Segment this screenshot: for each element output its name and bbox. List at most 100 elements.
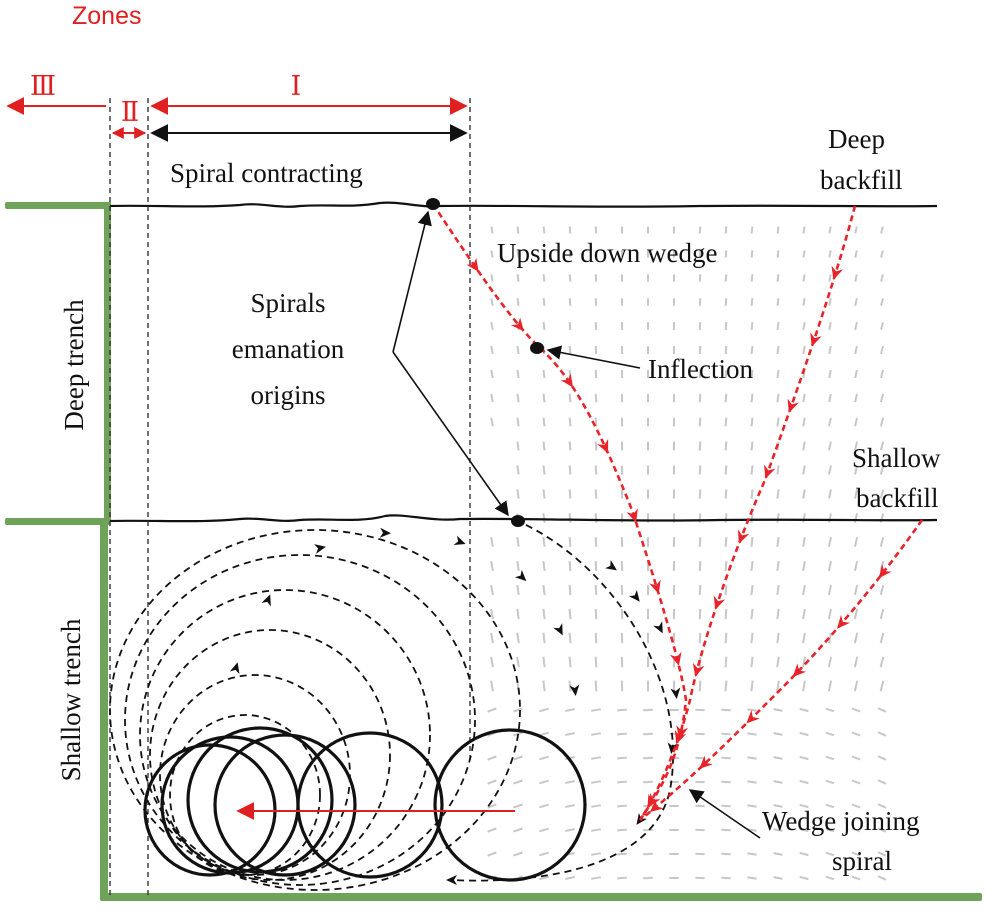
velocity-vector [491, 274, 492, 281]
velocity-vector [774, 853, 783, 855]
velocity-vector [803, 418, 804, 426]
velocity-vector [596, 561, 597, 571]
velocity-vector [777, 466, 778, 475]
velocity-vector [803, 633, 805, 643]
spiral-direction-chevrons [230, 528, 682, 885]
spiral-chevron [230, 661, 243, 674]
velocity-vector [855, 513, 857, 522]
velocity-vector [543, 657, 544, 668]
velocity-vector [803, 681, 805, 692]
velocity-vector [596, 537, 597, 547]
upside-down-wedge-label: Upside down wedge [497, 238, 717, 268]
velocity-vector [878, 708, 886, 711]
velocity-vector [829, 227, 830, 234]
velocity-vector [518, 274, 519, 281]
velocity-vector [539, 877, 548, 880]
origin-leader-deep [393, 212, 428, 352]
velocity-vector [543, 561, 544, 571]
velocity-vector [488, 756, 497, 759]
velocity-vector [752, 442, 753, 451]
velocity-vector [514, 781, 523, 784]
velocity-vector [748, 709, 757, 710]
velocity-vector [881, 251, 883, 258]
velocity-vector [570, 394, 571, 402]
velocity-vector [726, 442, 727, 451]
velocity-vector [543, 681, 544, 692]
velocity-vector [539, 853, 548, 856]
velocity-vector [852, 709, 860, 712]
spiral-chevron [653, 621, 667, 635]
velocity-vector [726, 489, 727, 498]
velocity-vector [543, 609, 544, 619]
spiral-chevron [515, 570, 530, 585]
velocity-vector [643, 854, 653, 855]
velocity-vector [570, 418, 571, 427]
velocity-vector [726, 585, 727, 595]
wedge-chevron [626, 508, 641, 524]
velocity-vector [852, 877, 860, 880]
velocity-vector [777, 585, 778, 595]
velocity-vector [778, 227, 779, 234]
annotation-arrows [393, 212, 760, 838]
velocity-vector [617, 710, 627, 711]
spiral-chevron [553, 623, 567, 637]
velocity-vector [855, 585, 857, 595]
velocity-vector [752, 466, 753, 475]
velocity-vector [517, 442, 518, 451]
velocity-vector [752, 418, 753, 427]
velocity-vector [643, 830, 653, 831]
velocity-vector [829, 466, 831, 475]
velocity-vector [591, 757, 601, 759]
velocity-vector [803, 609, 805, 619]
velocity-vector [491, 633, 493, 643]
velocity-vector [829, 657, 831, 667]
velocity-vector [596, 585, 597, 595]
velocity-vector [491, 681, 493, 692]
velocity-vector [751, 585, 752, 595]
terminal-spiral-circle [215, 735, 355, 875]
velocity-vector [488, 852, 497, 855]
velocity-vector [778, 250, 779, 257]
velocity-vector [855, 346, 857, 354]
velocity-vector [748, 757, 757, 758]
velocity-vector [491, 298, 492, 305]
velocity-vector [777, 322, 778, 330]
velocity-vector [777, 513, 778, 522]
velocity-vector [721, 830, 730, 831]
spiral-origin-point-deep [426, 198, 440, 210]
velocity-vector [752, 227, 753, 234]
velocity-vector [544, 274, 545, 281]
wedge-chevron [597, 439, 613, 456]
velocity-vector [514, 709, 523, 712]
velocity-vector [565, 733, 574, 735]
velocity-vector [596, 657, 597, 668]
deep-backfill-label-1: Deep [828, 124, 885, 154]
velocity-vector [721, 758, 730, 759]
velocity-vector [565, 877, 574, 879]
velocity-vector [752, 394, 753, 402]
velocity-vector [491, 418, 493, 426]
velocity-vector [517, 561, 518, 571]
velocity-vector [777, 489, 778, 498]
velocity-vector [855, 633, 857, 643]
velocity-vector [803, 513, 805, 522]
terminal-spiral-circle [435, 730, 585, 880]
velocity-vector [617, 782, 627, 783]
velocity-vector [881, 418, 883, 426]
velocity-vector [803, 227, 804, 234]
velocity-vector [726, 274, 727, 281]
velocity-vector [721, 878, 730, 879]
velocity-vector [570, 633, 571, 643]
velocity-vector [800, 877, 809, 879]
velocity-vector [488, 708, 497, 711]
velocity-vector [726, 322, 727, 330]
velocity-vector [774, 757, 783, 759]
velocity-vector [826, 733, 834, 736]
velocity-vector [751, 561, 752, 571]
velocity-vector [543, 537, 544, 547]
wedge-joining-label-2: spiral [832, 846, 892, 876]
spiral-chevron [454, 536, 468, 549]
velocity-vector [570, 298, 571, 306]
velocity-vector [752, 298, 753, 306]
velocity-vector [881, 657, 884, 667]
